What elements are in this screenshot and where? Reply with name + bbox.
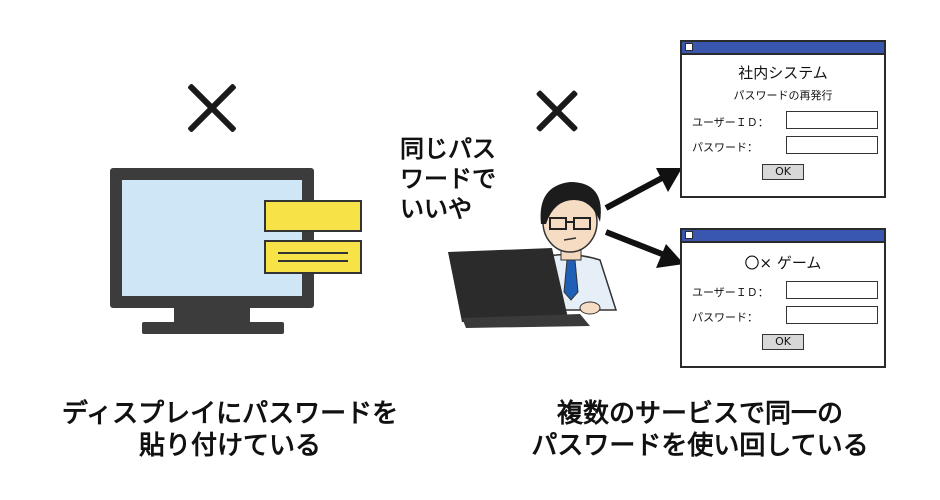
userid-field[interactable] (786, 281, 878, 299)
userid-row: ユーザーＩＤ： (682, 111, 884, 131)
window-title-bar (682, 42, 884, 55)
arrow-icon (604, 229, 684, 268)
left-caption-line2: 貼り付けている (138, 431, 321, 461)
right-caption: 複数のサービスで同一の パスワードを使い回している (480, 398, 920, 462)
cross-mark-icon (180, 76, 244, 140)
right-caption-line1: 複数のサービスで同一の (556, 399, 843, 429)
password-label: パスワード： (692, 311, 758, 324)
company-system-window: 社内システム パスワードの再発行 ユーザーＩＤ： パスワード： OK (680, 40, 886, 198)
speech-line1: 同じパス (400, 135, 496, 163)
monitor-stand (174, 308, 250, 324)
cross-mark-icon (530, 84, 584, 138)
window-subtitle: パスワードの再発行 (733, 89, 833, 102)
window-menu-icon (685, 231, 693, 239)
left-caption-line1: ディスプレイにパスワードを (61, 399, 399, 429)
password-row: パスワード： (682, 306, 884, 326)
speech-text: 同じパス ワードで いいや (400, 134, 496, 224)
left-caption: ディスプレイにパスワードを 貼り付けている (20, 398, 440, 462)
password-field[interactable] (786, 136, 878, 154)
speech-line3: いいや (400, 195, 472, 223)
userid-label: ユーザーＩＤ： (692, 116, 769, 129)
userid-row: ユーザーＩＤ： (682, 281, 884, 301)
password-label: パスワード： (692, 141, 758, 154)
arrow-icon (604, 168, 682, 211)
window-menu-icon (685, 43, 693, 51)
monitor-base (142, 322, 284, 334)
password-field[interactable] (786, 306, 878, 324)
window-title: 社内システム (738, 64, 828, 82)
userid-field[interactable] (786, 111, 878, 129)
monitor-screen (122, 180, 302, 296)
sticky-note-icon (264, 200, 362, 232)
person-with-laptop-icon (448, 182, 618, 328)
password-row: パスワード： (682, 136, 884, 156)
sticky-note-icon (264, 240, 362, 274)
right-caption-line2: パスワードを使い回している (531, 431, 869, 461)
ok-button[interactable]: OK (762, 164, 804, 180)
ok-button[interactable]: OK (762, 334, 804, 350)
game-window: 〇× ゲーム ユーザーＩＤ： パスワード： OK (680, 228, 886, 368)
window-title-bar (682, 230, 884, 243)
userid-label: ユーザーＩＤ： (692, 286, 769, 299)
window-title: 〇× ゲーム (744, 254, 822, 272)
speech-line2: ワードで (400, 165, 496, 193)
